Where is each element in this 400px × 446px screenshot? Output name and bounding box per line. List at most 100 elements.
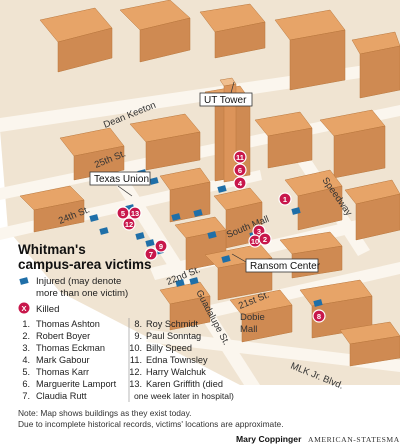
landmarks: UT Tower Texas Union Ransom Center bbox=[89, 81, 321, 273]
svg-text:Billy Speed: Billy Speed bbox=[146, 343, 192, 353]
svg-text:Robert Boyer: Robert Boyer bbox=[36, 331, 90, 341]
svg-text:11.: 11. bbox=[130, 355, 142, 365]
notes: Note: Map shows buildings as they exist … bbox=[18, 408, 284, 429]
svg-text:6.: 6. bbox=[22, 379, 30, 389]
injured-marker bbox=[89, 214, 99, 222]
victim-list-item: 1. Thomas Ashton bbox=[22, 319, 100, 329]
svg-text:2: 2 bbox=[263, 235, 267, 244]
injured-marker bbox=[149, 177, 159, 185]
svg-text:1.: 1. bbox=[22, 319, 30, 329]
killed-marker-6: 6 bbox=[233, 163, 247, 177]
svg-text:11: 11 bbox=[236, 153, 244, 162]
svg-text:6: 6 bbox=[238, 166, 242, 175]
legend: Whitman's campus-area victims Injured (m… bbox=[18, 242, 152, 315]
svg-text:7: 7 bbox=[149, 250, 153, 259]
svg-text:13: 13 bbox=[131, 209, 139, 218]
injured-label-2: more than one victim) bbox=[36, 288, 128, 299]
killed-marker-2: 2 bbox=[258, 232, 272, 246]
killed-markers: 11 6 4 1 3 10 2 5 13 12 9 7 8 bbox=[116, 150, 326, 323]
injured-marker bbox=[175, 279, 185, 287]
killed-marker-4: 4 bbox=[233, 176, 247, 190]
killed-legend-icon bbox=[18, 302, 30, 314]
victim-list-item: one week later in hospital) bbox=[134, 391, 234, 401]
injured-marker bbox=[291, 207, 301, 215]
credit: Mary Coppinger AMERICAN-STATESMAN bbox=[236, 434, 400, 444]
victim-list: 1. Thomas Ashton 2. Robert Boyer 3. Thomas … bbox=[22, 318, 234, 402]
texas-union-label-box bbox=[89, 171, 151, 186]
ransom-center-label: Ransom Center bbox=[250, 261, 321, 272]
injured-label: Injured (may denote bbox=[36, 276, 121, 287]
victim-list-item: 8. Roy Schmidt bbox=[134, 319, 198, 329]
svg-text:3.: 3. bbox=[22, 343, 30, 353]
injured-marker bbox=[193, 209, 203, 217]
ut-tower-label: UT Tower bbox=[204, 95, 247, 106]
victim-list-item: 6. Marguerite Lamport bbox=[22, 379, 116, 389]
injured-legend-icon bbox=[19, 277, 29, 285]
svg-text:Thomas Karr: Thomas Karr bbox=[36, 367, 89, 377]
ut-tower-label-box bbox=[199, 92, 253, 107]
injured-marker bbox=[221, 255, 231, 263]
killed-marker-11: 11 bbox=[233, 150, 247, 164]
injured-marker bbox=[207, 231, 217, 239]
victim-list-item: 10. Billy Speed bbox=[129, 343, 192, 353]
texas-union-label: Texas Union bbox=[94, 174, 149, 185]
svg-text:13.: 13. bbox=[129, 379, 142, 389]
svg-text:12: 12 bbox=[125, 220, 133, 229]
svg-text:8: 8 bbox=[317, 312, 321, 321]
svg-text:Thomas Eckman: Thomas Eckman bbox=[36, 343, 105, 353]
mlk-road bbox=[146, 330, 400, 372]
svg-text:2.: 2. bbox=[22, 331, 30, 341]
injured-marker bbox=[217, 185, 227, 193]
svg-text:one week later in hospital): one week later in hospital) bbox=[134, 391, 234, 401]
killed-legend-symbol: X bbox=[21, 304, 26, 313]
note-line-2: Due to incomplete historical records, vi… bbox=[18, 419, 284, 429]
injured-marker bbox=[145, 239, 155, 247]
killed-marker-8: 8 bbox=[312, 309, 326, 323]
svg-text:Mark Gabour: Mark Gabour bbox=[36, 355, 90, 365]
svg-text:10.: 10. bbox=[129, 343, 142, 353]
victim-list-item: 13.Karen Griffith (died bbox=[129, 379, 223, 389]
svg-text:9: 9 bbox=[159, 242, 163, 251]
killed-marker-7: 7 bbox=[144, 247, 158, 261]
injured-marker bbox=[313, 299, 323, 307]
victim-list-item: 3. Thomas Eckman bbox=[22, 343, 105, 353]
victim-list-item: 11. Edna Townsley bbox=[130, 355, 208, 365]
street-dobie-1: Dobie bbox=[240, 312, 265, 323]
svg-text:10: 10 bbox=[251, 237, 259, 246]
svg-text:Roy Schmidt: Roy Schmidt bbox=[146, 319, 199, 329]
credit-name: Mary Coppinger bbox=[236, 434, 302, 444]
victim-list-item: 9. Paul Sonntag bbox=[134, 331, 201, 341]
svg-text:Edna Townsley: Edna Townsley bbox=[146, 355, 208, 365]
credit-org: AMERICAN-STATESMAN bbox=[308, 435, 400, 444]
victim-list-item: 5. Thomas Karr bbox=[22, 367, 89, 377]
victim-list-item: 12.Harry Walchuk bbox=[129, 367, 206, 377]
killed-label: Killed bbox=[36, 304, 59, 315]
killed-marker-9: 9 bbox=[154, 239, 168, 253]
svg-text:Thomas Ashton: Thomas Ashton bbox=[36, 319, 100, 329]
svg-text:1: 1 bbox=[283, 195, 287, 204]
injured-marker bbox=[171, 213, 181, 221]
legend-title-2: campus-area victims bbox=[18, 257, 152, 272]
svg-text:4: 4 bbox=[238, 179, 243, 188]
svg-text:8.: 8. bbox=[134, 319, 142, 329]
killed-marker-13: 13 bbox=[128, 206, 142, 220]
svg-text:3: 3 bbox=[257, 227, 261, 236]
note-line-1: Note: Map shows buildings as they exist … bbox=[18, 408, 191, 418]
killed-marker-5: 5 bbox=[116, 206, 130, 220]
street-dobie-2: Mall bbox=[240, 324, 257, 335]
injured-markers bbox=[89, 169, 323, 307]
killed-marker-12: 12 bbox=[122, 217, 136, 231]
injured-marker bbox=[189, 277, 199, 285]
svg-text:5: 5 bbox=[121, 209, 125, 218]
svg-text:4.: 4. bbox=[22, 355, 30, 365]
svg-text:5.: 5. bbox=[22, 367, 30, 377]
svg-text:9.: 9. bbox=[134, 331, 142, 341]
svg-text:Claudia Rutt: Claudia Rutt bbox=[36, 391, 87, 401]
injured-marker bbox=[99, 227, 109, 235]
ransom-center-label-box bbox=[245, 258, 319, 273]
svg-text:Marguerite Lamport: Marguerite Lamport bbox=[36, 379, 117, 389]
svg-text:Paul Sonntag: Paul Sonntag bbox=[146, 331, 201, 341]
legend-title-1: Whitman's bbox=[18, 242, 86, 257]
injured-marker bbox=[135, 232, 145, 240]
svg-text:7.: 7. bbox=[22, 391, 30, 401]
